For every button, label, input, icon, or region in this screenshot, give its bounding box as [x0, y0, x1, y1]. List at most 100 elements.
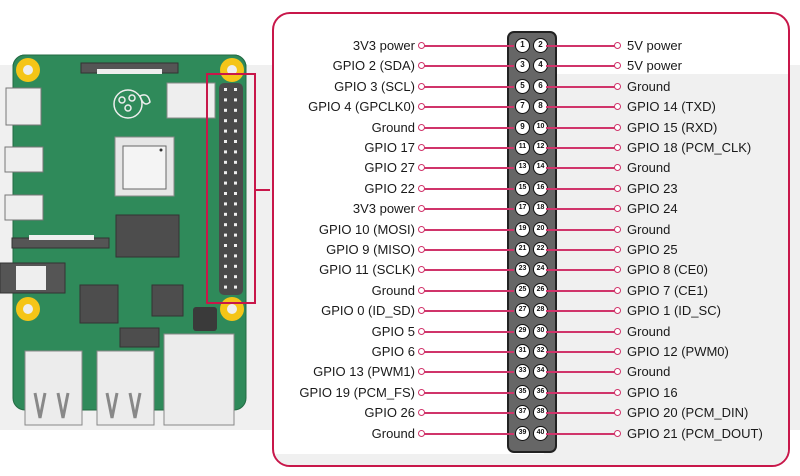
pin-label-right: GPIO 16 — [627, 384, 678, 400]
board-pin — [224, 88, 227, 91]
board-pin — [224, 129, 227, 133]
ethernet-port — [163, 333, 235, 426]
connector-dot-icon — [418, 266, 425, 274]
connector-line — [546, 371, 616, 374]
connector-line — [546, 249, 616, 251]
pin-row: GPIO 2 (SDA) 3 4 5V power — [0, 56, 800, 76]
pin-number: 25 — [515, 282, 530, 298]
pin-number: 28 — [533, 303, 548, 319]
board-pin — [234, 98, 237, 102]
connector-line — [546, 45, 616, 47]
usb-port-2 — [96, 350, 155, 426]
connector-dot-icon — [614, 388, 621, 396]
connector-dot-icon — [614, 42, 621, 49]
pin-label-right: GPIO 12 (PWM0) — [627, 344, 729, 359]
pin-number: 21 — [515, 242, 530, 257]
connector-line — [422, 412, 514, 415]
pin-number: 5 — [515, 78, 530, 94]
panel-gray-zone — [544, 74, 788, 464]
connector-dot-icon — [614, 429, 621, 437]
connector-dot-icon — [614, 286, 621, 294]
connector-dot-icon — [418, 286, 425, 294]
connector-dot-icon — [614, 266, 621, 274]
connector-dot-icon — [418, 409, 425, 417]
connector-dot-icon — [614, 164, 621, 172]
pin-row: GPIO 27 13 14 Ground — [0, 158, 800, 178]
pin-number: 23 — [515, 262, 530, 278]
pin-row: Ground 9 10 GPIO 15 (RXD) — [0, 118, 800, 138]
pin-label-right: Ground — [627, 364, 671, 380]
connector-dot-icon — [614, 225, 621, 233]
board-pin — [234, 202, 237, 206]
connector-dot-icon — [418, 327, 425, 335]
connector-line — [422, 106, 514, 109]
board-pin — [234, 223, 237, 227]
pin-number: 27 — [515, 303, 530, 319]
pin-label-left: 3V3 power — [352, 201, 415, 217]
pin-number: 39 — [515, 425, 530, 441]
board-pin — [234, 264, 237, 268]
connector-line — [546, 187, 616, 190]
pin-label-right: Ground — [627, 78, 671, 94]
board-pin — [234, 285, 237, 289]
gpio-header — [507, 31, 557, 453]
board-pin — [234, 88, 237, 91]
pin-row: GPIO 6 31 32 GPIO 12 (PWM0) — [0, 342, 800, 362]
pin-number: 15 — [515, 180, 530, 196]
board-pin — [234, 108, 237, 112]
connector-dot-icon — [418, 42, 425, 49]
pin-number: 29 — [515, 323, 530, 339]
pin-row: 3V3 power 1 2 5V power — [0, 36, 800, 56]
pin-label-right: 5V power — [627, 58, 682, 74]
board-pin — [234, 233, 237, 237]
connector-line — [546, 208, 616, 211]
connector-line — [422, 65, 514, 68]
pin-number: 35 — [515, 384, 530, 400]
connector-line — [422, 330, 514, 333]
pin-label-right: GPIO 24 — [627, 201, 678, 217]
connector-dot-icon — [418, 62, 425, 70]
pin-number: 2 — [533, 38, 548, 53]
pin-row: GPIO 4 (GPCLK0) 7 8 GPIO 14 (TXD) — [0, 97, 800, 117]
pin-label-left: GPIO 5 — [371, 323, 415, 339]
hdmi-port-2 — [4, 194, 44, 221]
connector-line — [546, 432, 616, 435]
connector-line — [546, 391, 616, 394]
pin-row: GPIO 9 (MISO) 21 22 GPIO 25 — [0, 240, 800, 260]
connector-dot-icon — [418, 246, 425, 253]
pin-label-left: GPIO 26 — [364, 405, 415, 421]
connector-line — [546, 65, 616, 68]
pin-label-left: GPIO 17 — [364, 140, 415, 155]
board-pin — [224, 285, 227, 289]
pin-label-left: GPIO 4 (GPCLK0) — [308, 99, 415, 115]
pin-number: 19 — [515, 221, 530, 237]
connector-line — [546, 106, 616, 109]
connector-line — [422, 147, 514, 149]
connector-dot-icon — [418, 225, 425, 233]
pin-label-right: Ground — [627, 160, 671, 176]
pin-label-left: 3V3 power — [352, 38, 415, 53]
hdmi-port-1 — [4, 146, 44, 173]
connector-dot-icon — [614, 327, 621, 335]
pin-label-right: GPIO 23 — [627, 180, 678, 196]
board-pin — [224, 140, 227, 143]
board-pin — [224, 223, 227, 227]
connector-line — [422, 310, 514, 313]
pin-number: 20 — [533, 221, 548, 237]
pin-label-left: GPIO 10 (MOSI) — [318, 221, 415, 237]
pin-label-right: GPIO 15 (RXD) — [627, 119, 718, 135]
connector-line — [546, 289, 616, 292]
connector-line — [422, 391, 514, 394]
pin-label-left: GPIO 27 — [364, 160, 415, 176]
pin-label-right: GPIO 1 (ID_SC) — [627, 303, 721, 319]
connector-line — [546, 310, 616, 313]
pin-number: 37 — [515, 405, 530, 421]
gpio-header-pins — [224, 88, 237, 289]
pin-label-left: GPIO 2 (SDA) — [332, 58, 415, 74]
board-pin — [234, 254, 237, 258]
connector-line — [546, 269, 616, 272]
pin-number: 9 — [515, 119, 530, 135]
pin-row: GPIO 19 (PCM_FS) 35 36 GPIO 16 — [0, 383, 800, 403]
pin-label-left: GPIO 0 (ID_SD) — [321, 303, 415, 319]
pin-label-right: GPIO 18 (PCM_CLK) — [627, 140, 752, 155]
